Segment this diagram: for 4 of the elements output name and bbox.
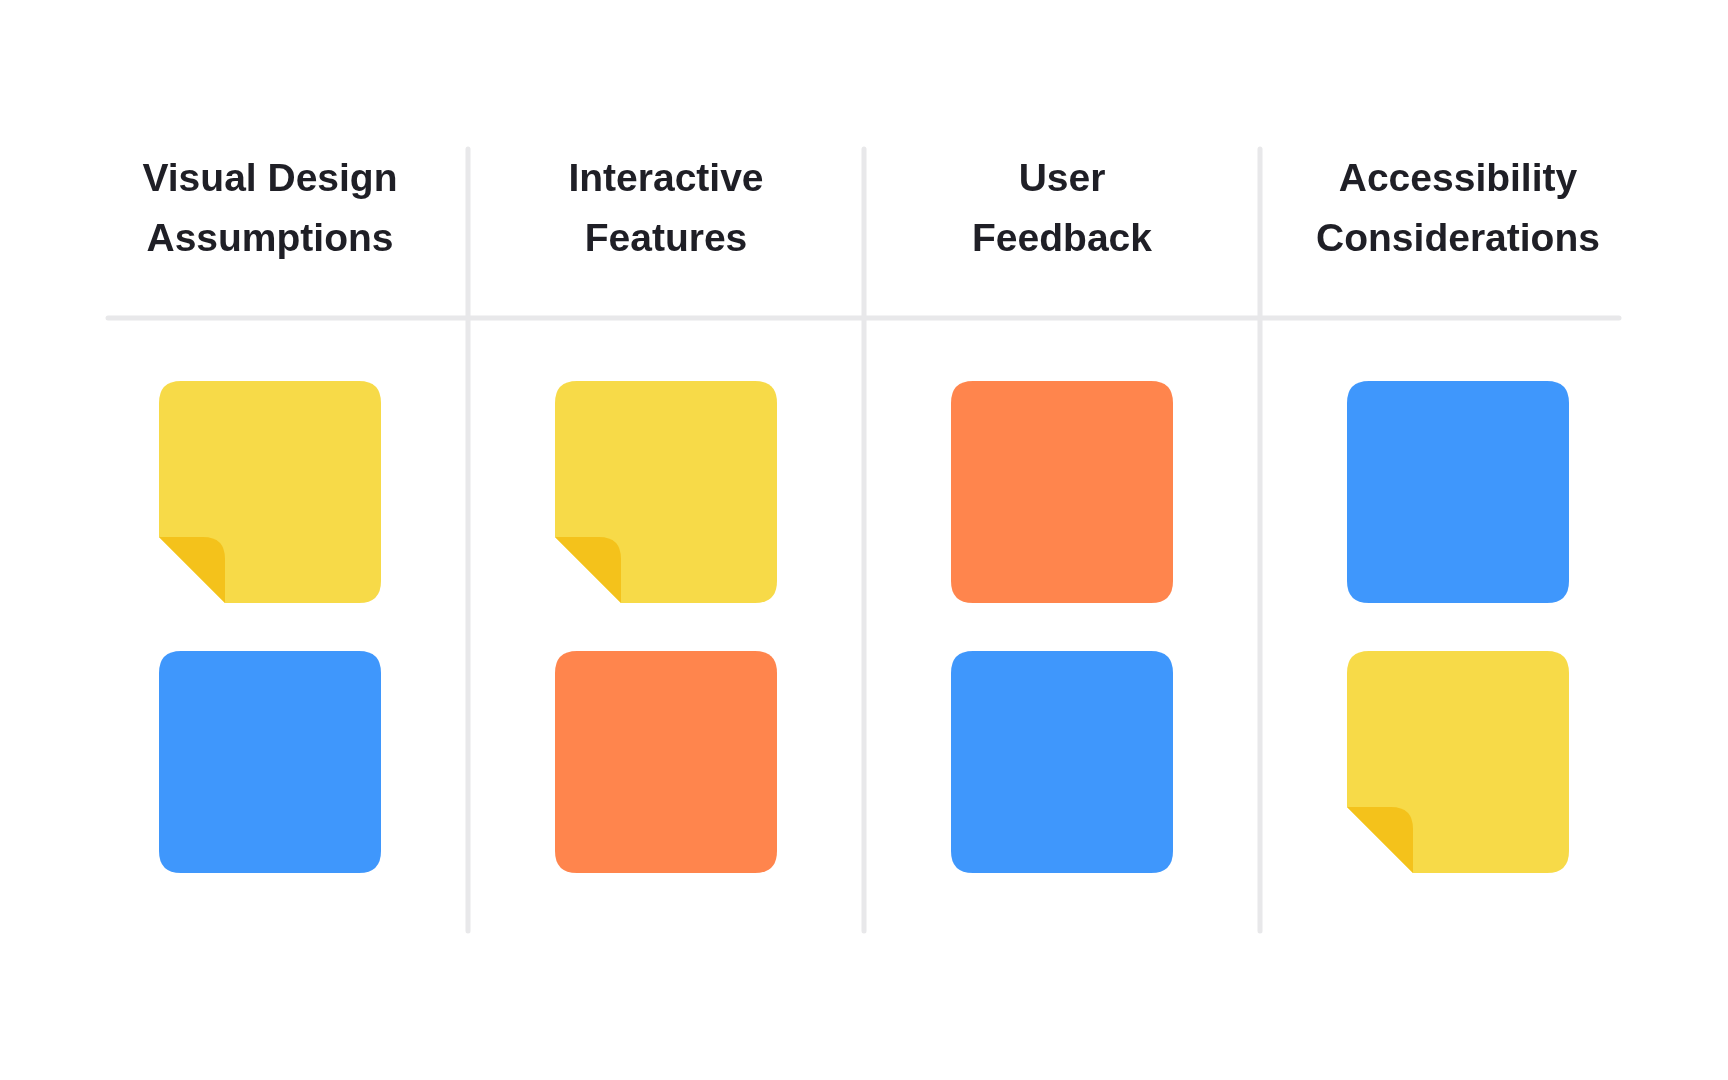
column-heading: Visual Design Assumptions (141, 155, 399, 261)
column-heading: Interactive Features (567, 155, 765, 261)
column-heading: User Feedback (971, 155, 1153, 261)
column-heading: Accessibility Considerations (1315, 155, 1601, 261)
